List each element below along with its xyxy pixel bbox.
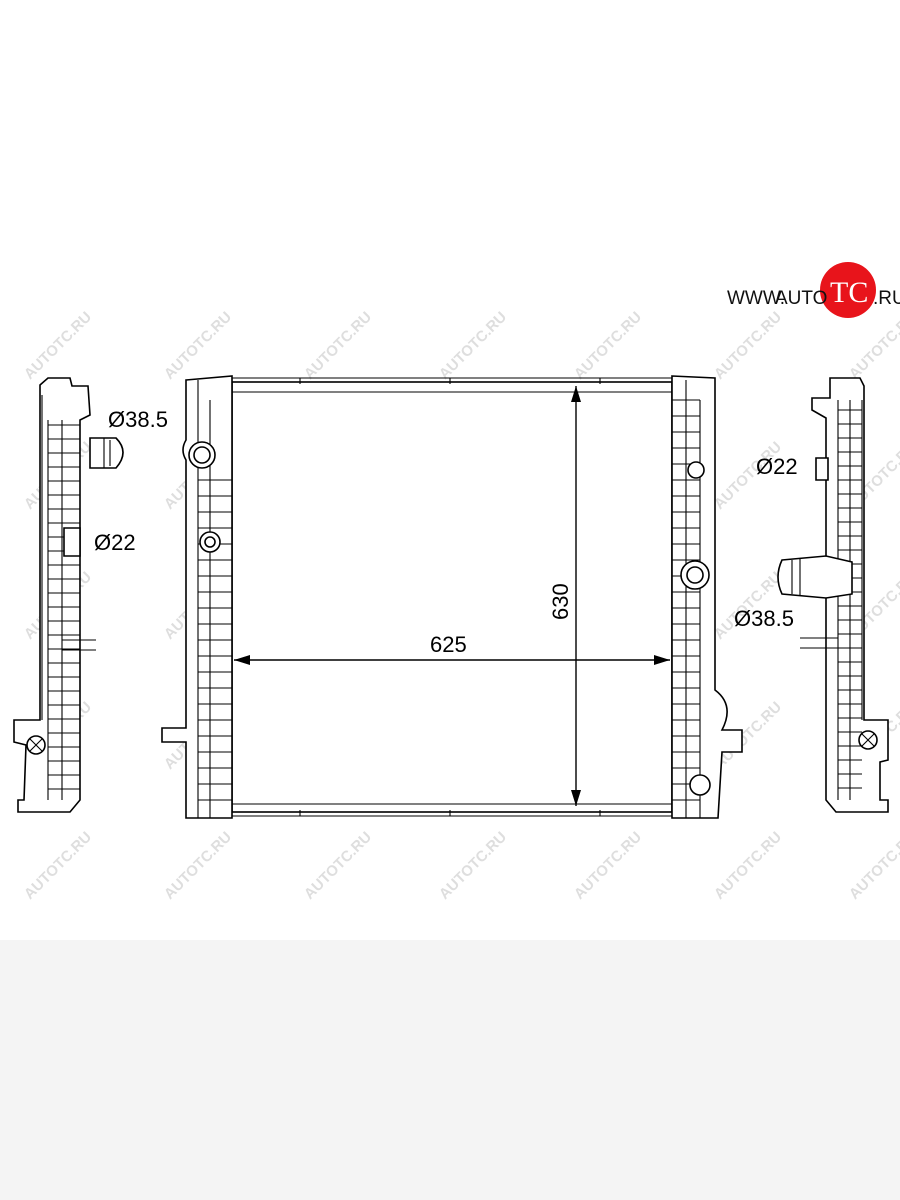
watermark-text: AUTOTC.RU <box>711 829 785 903</box>
watermark-text: AUTOTC.RU <box>846 829 900 903</box>
right-upper-pipe-diameter: Ø22 <box>756 454 798 479</box>
width-arrow-right <box>654 655 670 665</box>
watermark-text: AUTOTC.RU <box>21 829 95 903</box>
watermark-text: AUTOTC.RU <box>436 309 510 383</box>
left-upper-pipe-diameter: Ø38.5 <box>108 407 168 432</box>
height-arrow-top <box>571 386 581 402</box>
autotc-logo: TC WWW. AUTO .RU <box>727 262 900 318</box>
watermark-text: AUTOTC.RU <box>436 829 510 903</box>
height-dimension-label: 630 <box>548 583 573 620</box>
right-side-view <box>777 377 889 813</box>
watermark-text: AUTOTC.RU <box>571 829 645 903</box>
watermark-text: AUTOTC.RU <box>301 309 375 383</box>
radiator-core <box>231 381 673 813</box>
watermark-text: AUTOTC.RU <box>301 829 375 903</box>
logo-auto-text: AUTO <box>775 288 827 309</box>
watermark-text: AUTOTC.RU <box>161 829 235 903</box>
right-tank <box>671 375 743 819</box>
watermark-text: AUTOTC.RU <box>571 309 645 383</box>
left-side-view <box>13 377 124 813</box>
height-arrow-bottom <box>571 790 581 806</box>
width-arrow-left <box>234 655 250 665</box>
watermark-text: AUTOTC.RU <box>161 309 235 383</box>
watermark-text: AUTOTC.RU <box>711 309 785 383</box>
width-dimension-label: 625 <box>430 632 467 657</box>
bottom-background-band <box>0 940 900 1200</box>
logo-prefix-text: WWW. <box>727 288 785 309</box>
right-lower-pipe-diameter: Ø38.5 <box>734 606 794 631</box>
front-view <box>161 375 743 819</box>
logo-circle <box>820 262 876 318</box>
logo-tc-text: TC <box>830 276 868 309</box>
left-lower-pipe-diameter: Ø22 <box>94 530 136 555</box>
left-tank <box>161 375 233 819</box>
watermark-text: AUTOTC.RU <box>21 309 95 383</box>
watermark-text: AUTOTC.RU <box>846 309 900 383</box>
logo-suffix-text: .RU <box>873 288 900 309</box>
